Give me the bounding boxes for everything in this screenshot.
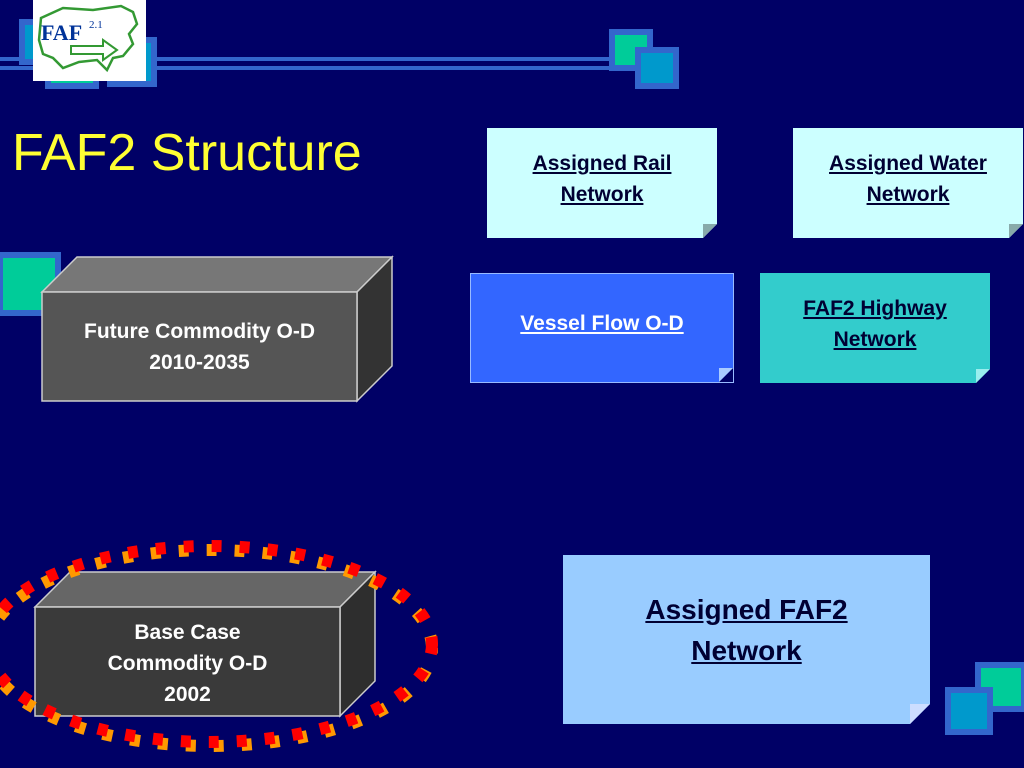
node-label: Vessel Flow O-D	[520, 312, 684, 335]
node-label: Commodity O-D	[107, 652, 268, 675]
base-case-label: Base Case Commodity O-D 2002	[35, 617, 340, 710]
node-label: Future Commodity O-D	[84, 320, 315, 343]
page-fold-icon	[910, 704, 930, 724]
svg-text:2.1: 2.1	[89, 19, 103, 31]
faf-logo: FAF 2.1	[33, 0, 146, 81]
node-faf2-highway-network: FAF2 Highway Network	[760, 273, 990, 383]
future-commodity-label: Future Commodity O-D 2010-2035	[42, 316, 357, 378]
node-label: Assigned FAF2	[645, 594, 848, 625]
faf-map-icon: FAF 2.1	[37, 4, 139, 73]
node-label: FAF2 Highway	[803, 297, 947, 320]
page-fold-icon	[976, 369, 990, 383]
node-future-commodity-od	[40, 255, 394, 403]
node-label: Network	[560, 183, 644, 206]
node-assigned-faf2-network: Assigned FAF2 Network	[563, 555, 930, 724]
node-label: Base Case	[134, 621, 241, 644]
node-label: Network	[866, 183, 950, 206]
page-fold-icon	[703, 224, 717, 238]
page-fold-icon	[719, 368, 733, 382]
node-label: Assigned Rail	[532, 152, 672, 175]
slide-title: FAF2 Structure	[12, 124, 362, 182]
page-fold-icon	[1009, 224, 1023, 238]
node-base-case-commodity-od	[33, 570, 377, 718]
node-label: Network	[691, 635, 802, 666]
node-label: Network	[833, 328, 917, 351]
svg-text:FAF: FAF	[41, 20, 82, 45]
node-label: 2002	[164, 683, 211, 706]
node-label: 2010-2035	[149, 351, 250, 374]
node-assigned-rail-network: Assigned Rail Network	[487, 128, 717, 238]
node-assigned-water-network: Assigned Water Network	[793, 128, 1023, 238]
node-vessel-flow-od: Vessel Flow O-D	[470, 273, 734, 383]
node-label: Assigned Water	[829, 152, 987, 175]
